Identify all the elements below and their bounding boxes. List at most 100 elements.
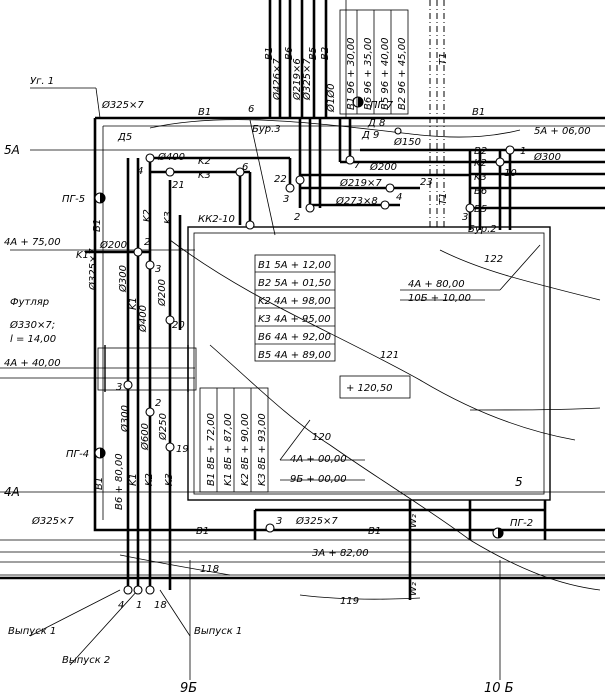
label-4-mid: 4 xyxy=(396,192,402,203)
well-10 xyxy=(495,157,505,167)
contour-119 xyxy=(299,594,421,600)
label-axis-9b: 9Б xyxy=(180,681,197,696)
label-b5-v: B5 xyxy=(308,47,319,60)
label-3-left: 3 xyxy=(155,264,161,275)
label-b1-vert-left: B1 xyxy=(92,219,103,232)
contour-122 xyxy=(439,249,601,301)
label-2-low: 2 xyxy=(155,398,161,409)
table-top-row-2: B6 96 + 35,00 xyxy=(363,38,374,111)
label-k2-vert: K2 xyxy=(142,209,153,222)
label-k3-right: K3 xyxy=(474,172,487,183)
table-low-row-2: K1 8Б + 87,00 xyxy=(223,413,234,486)
label-5a-left: 5A xyxy=(4,143,20,157)
label-futlyar-l: l = 14,00 xyxy=(10,334,56,345)
label-3-low: 3 xyxy=(116,382,122,393)
label-k3-vert: K3 xyxy=(163,211,174,224)
label-k3-top: K3 xyxy=(198,170,211,181)
label-d325-vert: Ø325×7 xyxy=(87,248,99,291)
label-b1-bottom: B1 xyxy=(368,526,381,537)
label-d8: Д 8 xyxy=(367,118,385,129)
label-b1-top-left: B1 xyxy=(198,107,211,118)
well-4-mid xyxy=(380,200,390,210)
label-d219-mid: Ø219×7 xyxy=(339,177,382,189)
label-b1-top-right: B1 xyxy=(472,107,485,118)
label-22: 22 xyxy=(274,174,287,185)
label-bur3: Бур.3 xyxy=(252,124,281,135)
label-5a-06: 5A + 06,00 xyxy=(534,126,591,137)
label-axis-10b: 10 Б xyxy=(484,681,514,696)
label-18: 18 xyxy=(154,600,167,611)
label-b6-low: B6 + 80,00 xyxy=(114,453,125,510)
label-d325-7v: Ø325×7 xyxy=(301,58,313,101)
hydrant-pg7 xyxy=(352,96,364,108)
label-b1-low-mid: B1 xyxy=(196,526,209,537)
table-low-row-4: K3 8Б + 93,00 xyxy=(257,413,268,486)
label-pg5: ПГ-5 xyxy=(62,194,85,205)
label-futlyar-d: Ø330×7; xyxy=(9,319,55,331)
leader-lines xyxy=(29,87,541,666)
well-3-right xyxy=(465,203,475,213)
well-23 xyxy=(385,183,395,193)
label-vyp1-left: Выпуск 1 xyxy=(8,626,56,637)
label-d5: Д5 xyxy=(117,132,132,143)
label-4a-40: 4A + 40,00 xyxy=(4,358,61,369)
label-b5-right: B5 xyxy=(474,204,487,215)
label-3-bottom: 3 xyxy=(276,516,282,527)
label-1-bottom: 1 xyxy=(136,600,142,611)
label-d273: Ø273×8 xyxy=(335,195,378,207)
label-d-qm: Ø1Ø0 xyxy=(325,84,337,113)
table-top-row-4: B2 96 + 45,00 xyxy=(397,38,408,111)
label-k2-top: K2 xyxy=(198,156,211,167)
label-4a-00: 4A + 00,00 xyxy=(290,454,347,465)
label-pg2: ПГ-2 xyxy=(510,518,533,529)
label-d250: Ø250 xyxy=(157,413,169,441)
well-3-low xyxy=(123,380,133,390)
label-10b-10: 10Б + 10,00 xyxy=(408,293,471,304)
table-mid-row-2: B2 5A + 01,50 xyxy=(258,278,331,289)
wells xyxy=(94,96,515,595)
label-d9: Д 9 xyxy=(361,130,379,141)
label-19: 19 xyxy=(176,444,189,455)
label-k1-left: K1 xyxy=(76,250,89,261)
label-d300-low: Ø300 xyxy=(119,405,131,433)
label-b6-right: B6 xyxy=(474,186,487,197)
label-bur2: Бур.2 xyxy=(468,224,497,235)
table-mid-row-5: B6 4A + 92,00 xyxy=(258,332,331,343)
hydrant-pg2 xyxy=(492,527,504,539)
label-118: 118 xyxy=(200,564,219,575)
label-d300-left: Ø300 xyxy=(117,265,129,293)
well-20 xyxy=(165,315,175,325)
label-w2-a: W₂ xyxy=(408,514,419,528)
label-pg4: ПГ-4 xyxy=(66,449,89,460)
text-labels: Уг. 1 Ø325×7 B1 6 ПГ-7 B1 Бур.3 5A Д5 Ø4… xyxy=(4,38,591,697)
label-k1-low: K1 xyxy=(128,473,139,486)
well-2-low xyxy=(145,407,155,417)
label-d325-lowleft: Ø325×7 xyxy=(31,515,74,527)
table-mid-row-3: K2 4A + 98,00 xyxy=(258,296,331,307)
label-pg7: ПГ-7 xyxy=(370,100,394,111)
casing xyxy=(97,345,197,392)
label-21: 21 xyxy=(172,180,185,191)
label-point-elev: + 120,50 xyxy=(346,383,393,394)
well-kk2 xyxy=(245,220,255,230)
label-d400-vert: Ø400 xyxy=(137,305,149,333)
well-3-bottom xyxy=(265,523,275,533)
label-d200-mid: Ø200 xyxy=(369,161,397,173)
label-121: 121 xyxy=(380,350,399,361)
label-b2-right: B2 xyxy=(474,146,487,157)
label-d300-right: Ø300 xyxy=(533,151,561,163)
label-d426: Ø426×7 xyxy=(271,58,283,101)
label-d200-vert: Ø200 xyxy=(156,279,168,307)
label-1-right: 1 xyxy=(520,146,526,157)
table-mid-row-1: B1 5A + 12,00 xyxy=(258,260,331,271)
contour-right xyxy=(469,407,601,411)
contour-121 xyxy=(169,239,576,441)
label-2-mid: 2 xyxy=(294,212,300,223)
table-top-row-3: B5 96 + 40,00 xyxy=(380,38,391,111)
label-k2-right: K2 xyxy=(474,158,487,169)
label-b1-low-vert: B1 xyxy=(94,477,105,490)
label-k2-low: K2 xyxy=(144,473,155,486)
hydrant-pg5 xyxy=(94,192,106,204)
